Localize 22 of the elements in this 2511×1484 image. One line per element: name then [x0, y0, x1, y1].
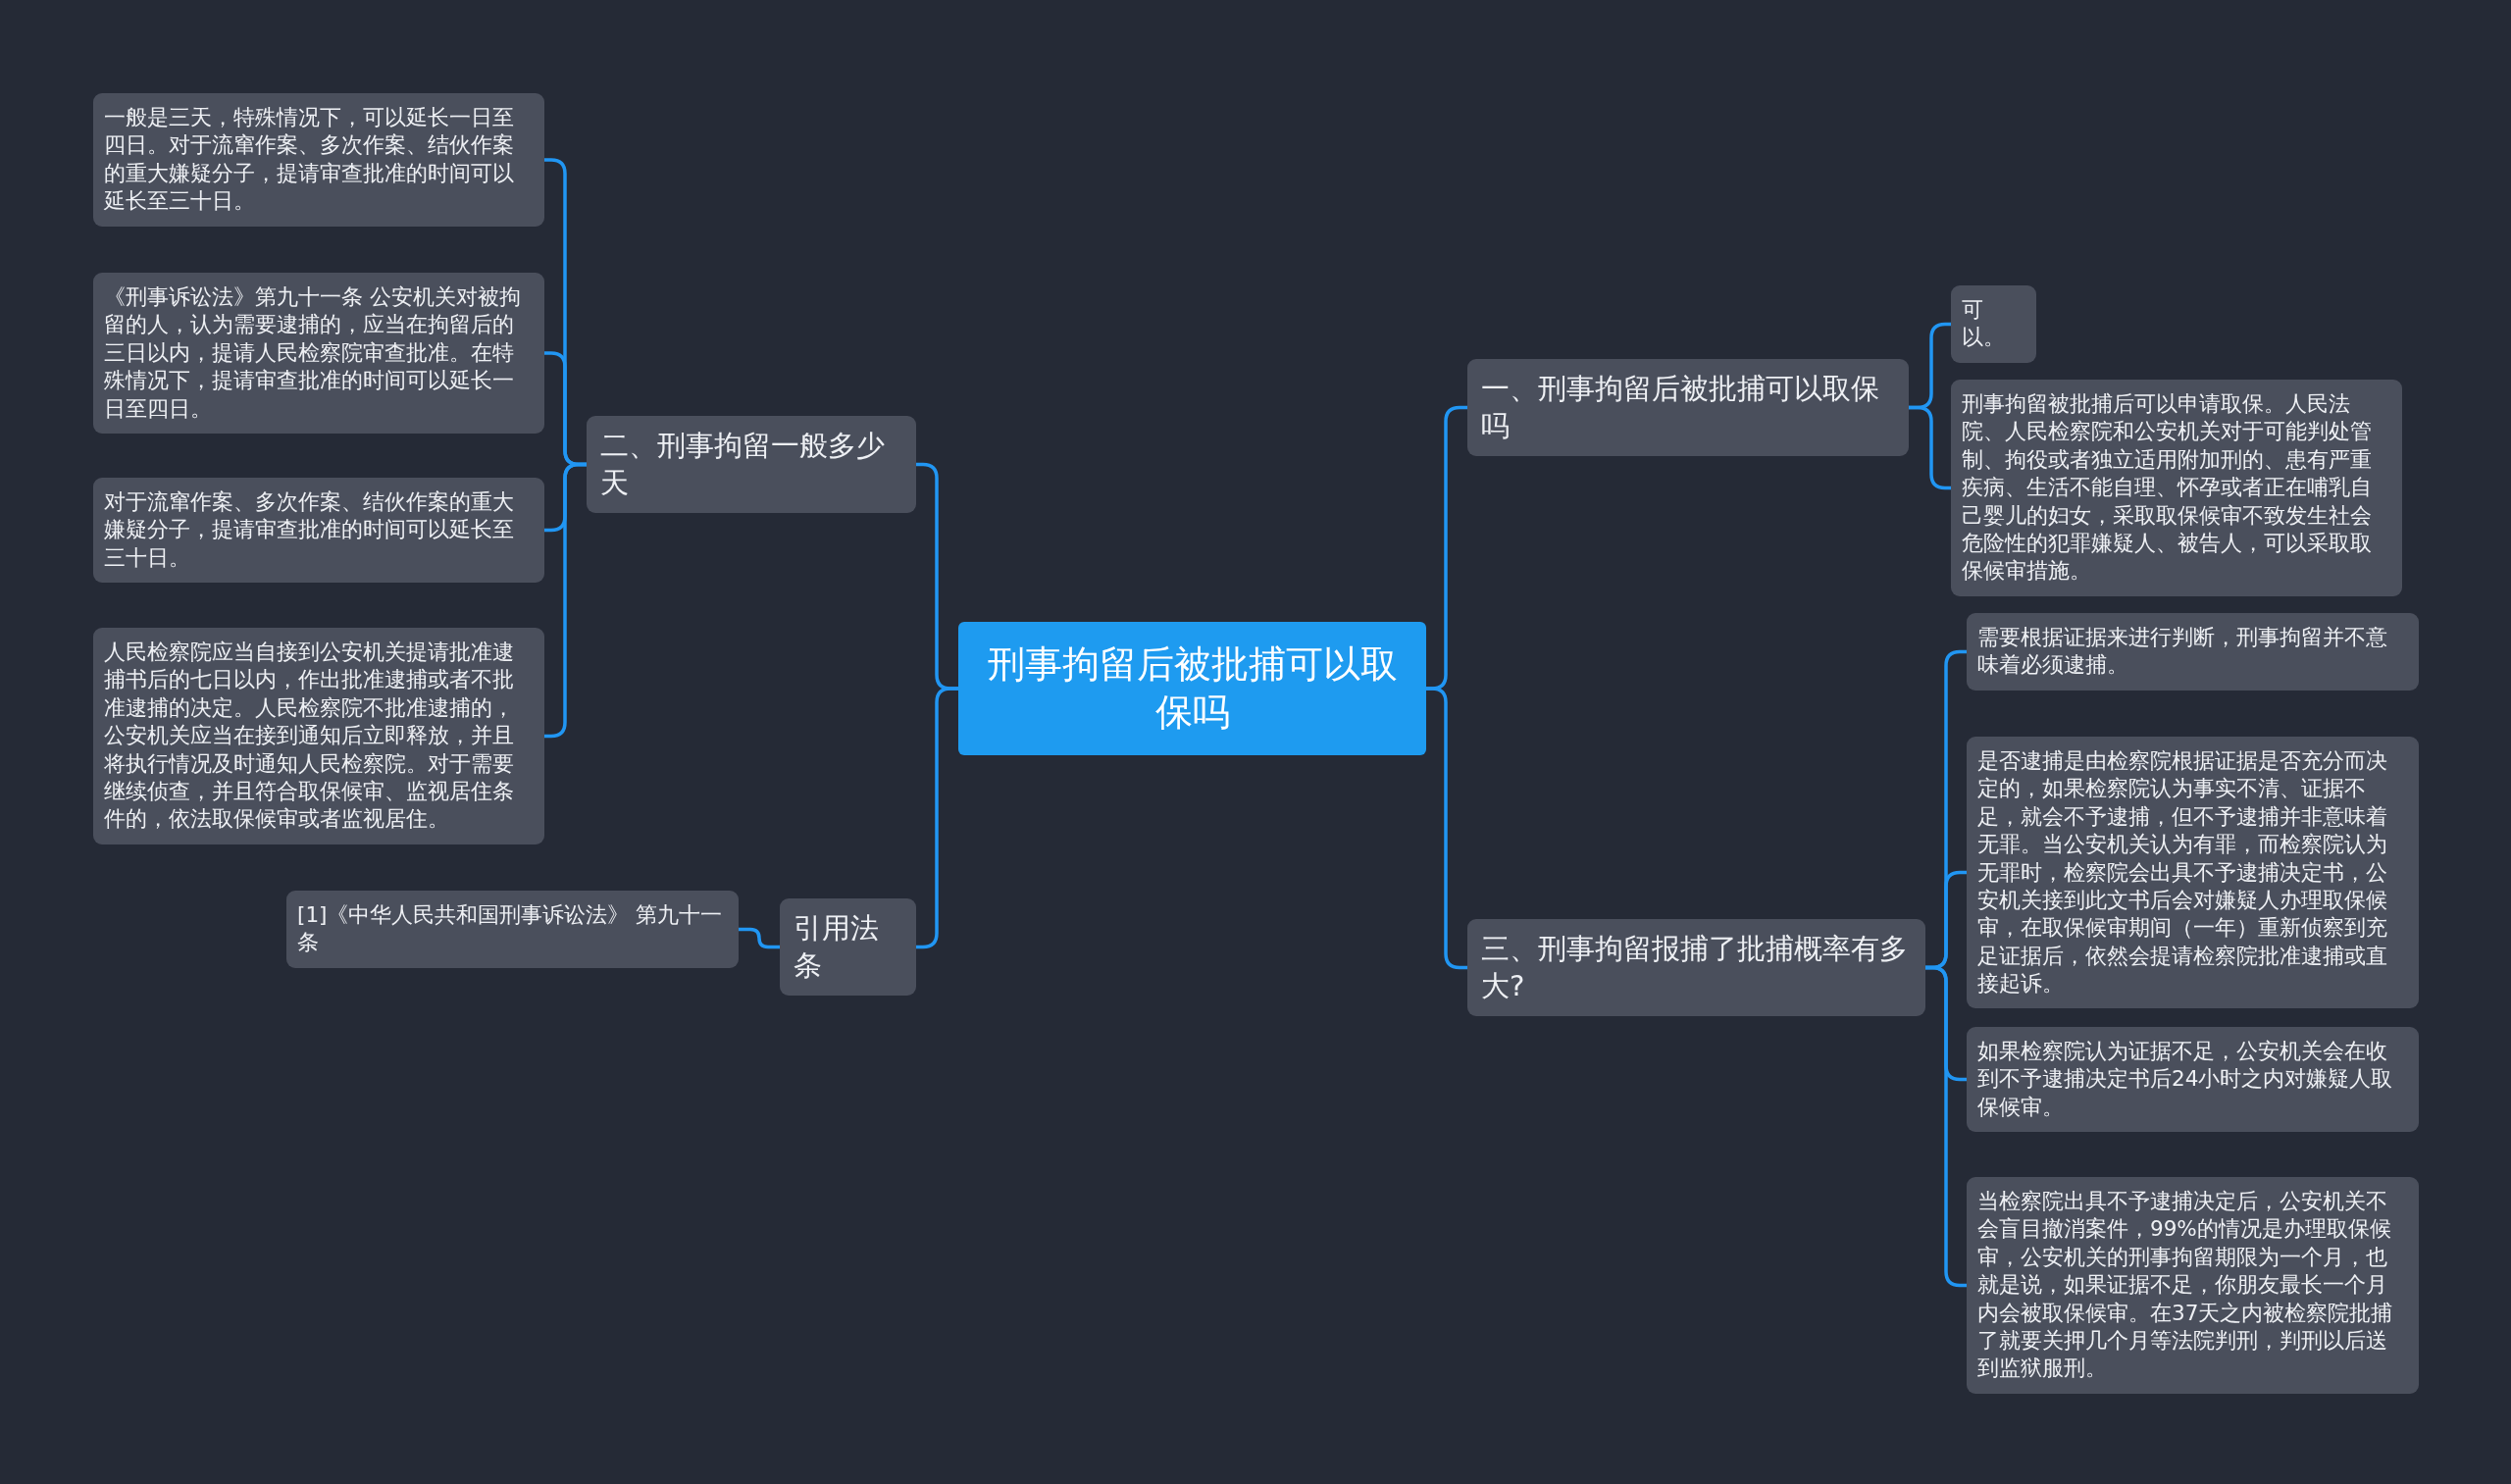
note-box: 刑事拘留被批捕后可以申请取保。人民法院、人民检察院和公安机关对于可能判处管制、拘役或者独立适用附加刑的、患有严重疾病、生活不能自理、怀孕或者正在哺乳自己婴儿的妇女，采取取保候审不致发生社会危险性的犯罪嫌疑人、被告人，可以采取取保候审措施。: [1951, 380, 2402, 596]
note-box: 需要根据证据来进行判断，刑事拘留并不意味着必须逮捕。: [1967, 613, 2419, 691]
note-box: 《刑事诉讼法》第九十一条 公安机关对被拘留的人，认为需要逮捕的，应当在拘留后的三日以内，提请人民检察院审查批准。在特殊情况下，提请审查批准的时间可以延长一日至四日。: [93, 273, 544, 434]
note-box: [1]《中华人民共和国刑事诉讼法》 第九十一条: [286, 891, 739, 968]
note-box: 如果检察院认为证据不足，公安机关会在收到不予逮捕决定书后24小时之内对嫌疑人取保候审。: [1967, 1027, 2419, 1133]
central-topic-box: 刑事拘留后被批捕可以取保吗: [958, 622, 1426, 755]
note-box: 当检察院出具不予逮捕决定后，公安机关不会盲目撤消案件，99%的情况是办理取保候审，公安机关的刑事拘留期限为一个月，也就是说，如果证据不足，你朋友最长一个月内会被取保候审。在37天之内被检察院批捕了就要关押几个月等法院判刑，判刑以后送到监狱服刑。: [1967, 1177, 2419, 1394]
connector-line: [1426, 687, 1467, 970]
note-box: 一般是三天，特殊情况下，可以延长一日至四日。对于流窜作案、多次作案、结伙作案的重大嫌疑分子，提请审查批准的时间可以延长至三十日。: [93, 93, 544, 227]
note-box: 可以。: [1951, 285, 2036, 363]
connector-line: [916, 687, 958, 949]
topic-box: 引用法条: [780, 898, 916, 997]
connector-line: [739, 927, 780, 949]
topic-box: 三、刑事拘留报捕了批捕概率有多大?: [1467, 919, 1925, 1017]
note-box: 对于流窜作案、多次作案、结伙作案的重大嫌疑分子，提请审查批准的时间可以延长至三十日。: [93, 478, 544, 584]
connector-line: [1909, 405, 1951, 490]
topic-box: 二、刑事拘留一般多少天: [587, 416, 916, 514]
note-box: 是否逮捕是由检察院根据证据是否充分而决定的，如果检察院认为事实不清、证据不足，就会不予逮捕，但不予逮捕并非意味着无罪。当公安机关认为有罪，而检察院认为无罪时，检察院会出具不予逮捕决定书，公安机关接到此文书后会对嫌疑人办理取保候审，在取保候审期间（一年）重新侦察到充足证据后，依然会提请检察院批准逮捕或直接起诉。: [1967, 737, 2419, 1009]
connector-line: [1925, 965, 1967, 1288]
note-box: 人民检察院应当自接到公安机关提请批准逮捕书后的七日以内，作出批准逮捕或者不批准逮捕的决定。人民检察院不批准逮捕的，公安机关应当在接到通知后立即释放，并且将执行情况及时通知人民检察院。对于需要继续侦查，并且符合取保候审、监视居住条件的，依法取保候审或者监视居住。: [93, 628, 544, 844]
topic-box: 一、刑事拘留后被批捕可以取保吗: [1467, 359, 1909, 457]
connector-line: [544, 462, 587, 739]
